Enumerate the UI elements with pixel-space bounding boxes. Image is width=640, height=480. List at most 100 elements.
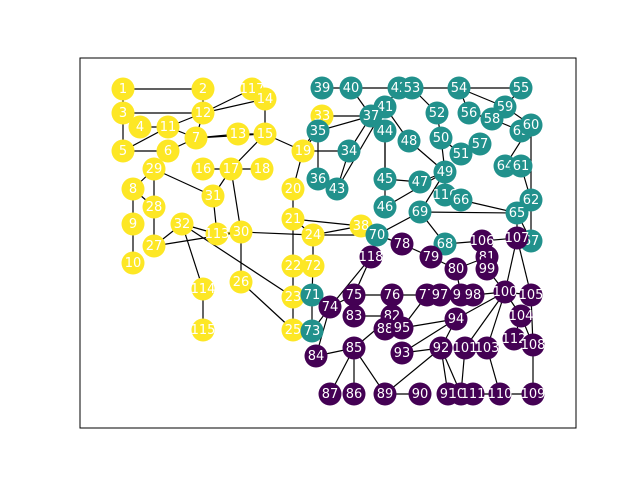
node-103: 103 [475,336,500,360]
node-circle-36 [306,167,330,191]
node-108: 108 [521,333,545,357]
node-circle-26 [229,270,253,294]
node-60: 60 [519,113,543,137]
node-label-56: 56 [461,106,478,121]
node-label-58: 58 [484,112,501,127]
node-circle-39 [310,76,334,100]
node-34: 34 [337,139,361,163]
node-51: 51 [449,142,473,166]
node-label-107: 107 [505,231,530,246]
node-circle-83 [342,304,366,328]
node-13: 13 [226,122,250,146]
node-104: 104 [509,304,533,328]
node-label-64: 64 [497,159,514,174]
node-circle-72 [301,254,325,278]
node-circle-10 [121,251,145,275]
node-75: 75 [342,283,366,307]
node-label-98: 98 [465,288,482,303]
node-37: 37 [359,104,383,128]
node-label-36: 36 [310,172,327,187]
edge-30-24 [240,231,314,236]
node-54: 54 [447,76,471,100]
node-label-70: 70 [369,228,386,243]
node-90: 90 [408,382,432,406]
node-label-103: 103 [475,341,500,356]
node-circle-40 [339,76,363,100]
node-circle-100 [493,280,517,304]
node-circle-18 [250,157,274,181]
node-20: 20 [281,177,305,201]
node-label-53: 53 [404,81,421,96]
node-22: 22 [281,254,305,278]
node-79: 79 [419,245,443,269]
node-label-17: 17 [223,162,240,177]
plot-frame [79,57,577,429]
node-label-88: 88 [377,322,394,337]
node-label-15: 15 [257,127,274,142]
node-circle-87 [318,382,342,406]
node-label-31: 31 [205,189,222,204]
node-label-46: 46 [377,200,394,215]
node-label-28: 28 [146,200,163,215]
node-circle-110 [488,382,512,406]
node-label-47: 47 [412,175,429,190]
node-label-8: 8 [129,182,137,197]
node-label-110: 110 [488,387,513,402]
node-55: 55 [509,76,533,100]
node-circle-88 [373,317,397,341]
node-36: 36 [306,167,330,191]
node-circle-80 [444,257,468,281]
node-label-37: 37 [363,109,380,124]
node-25: 25 [281,318,305,342]
node-circle-111 [461,382,485,406]
node-label-32: 32 [174,217,191,232]
node-label-48: 48 [401,134,418,149]
node-label-39: 39 [314,81,331,96]
node-label-85: 85 [346,341,363,356]
node-7: 7 [184,126,208,150]
node-24: 24 [301,223,325,247]
node-label-27: 27 [146,239,163,254]
node-31: 31 [201,184,225,208]
node-circle-35 [306,119,330,143]
node-circle-56 [457,101,481,125]
node-23: 23 [281,285,305,309]
node-14: 14 [253,87,277,111]
node-circle-79 [419,245,443,269]
node-circle-16 [191,157,215,181]
node-circle-107 [505,226,529,250]
node-74: 74 [318,295,342,319]
node-circle-58 [480,107,504,131]
node-label-101: 101 [453,341,478,356]
node-label-62: 62 [523,193,540,208]
node-circle-84 [304,344,328,368]
node-circle-75 [342,283,366,307]
node-circle-65 [505,201,529,225]
node-label-55: 55 [513,81,530,96]
node-94: 94 [444,307,468,331]
node-circle-27 [142,234,166,258]
node-56: 56 [457,101,481,125]
node-71: 71 [300,283,324,307]
node-circle-113 [205,222,229,246]
node-58: 58 [480,107,504,131]
node-label-99: 99 [479,262,496,277]
node-45: 45 [373,167,397,191]
node-label-86: 86 [346,387,363,402]
node-label-50: 50 [433,131,450,146]
node-26: 26 [229,270,253,294]
node-circle-95 [390,316,414,340]
node-label-95: 95 [394,321,411,336]
node-circle-74 [318,295,342,319]
node-label-109: 109 [521,387,546,402]
node-circle-30 [229,220,253,244]
node-circle-43 [325,177,349,201]
node-circle-17 [219,157,243,181]
node-circle-29 [142,157,166,181]
node-circle-34 [337,139,361,163]
node-circle-23 [281,285,305,309]
node-circle-7 [184,126,208,150]
node-label-7: 7 [192,131,200,146]
node-92: 92 [429,336,453,360]
node-label-22: 22 [285,259,302,274]
